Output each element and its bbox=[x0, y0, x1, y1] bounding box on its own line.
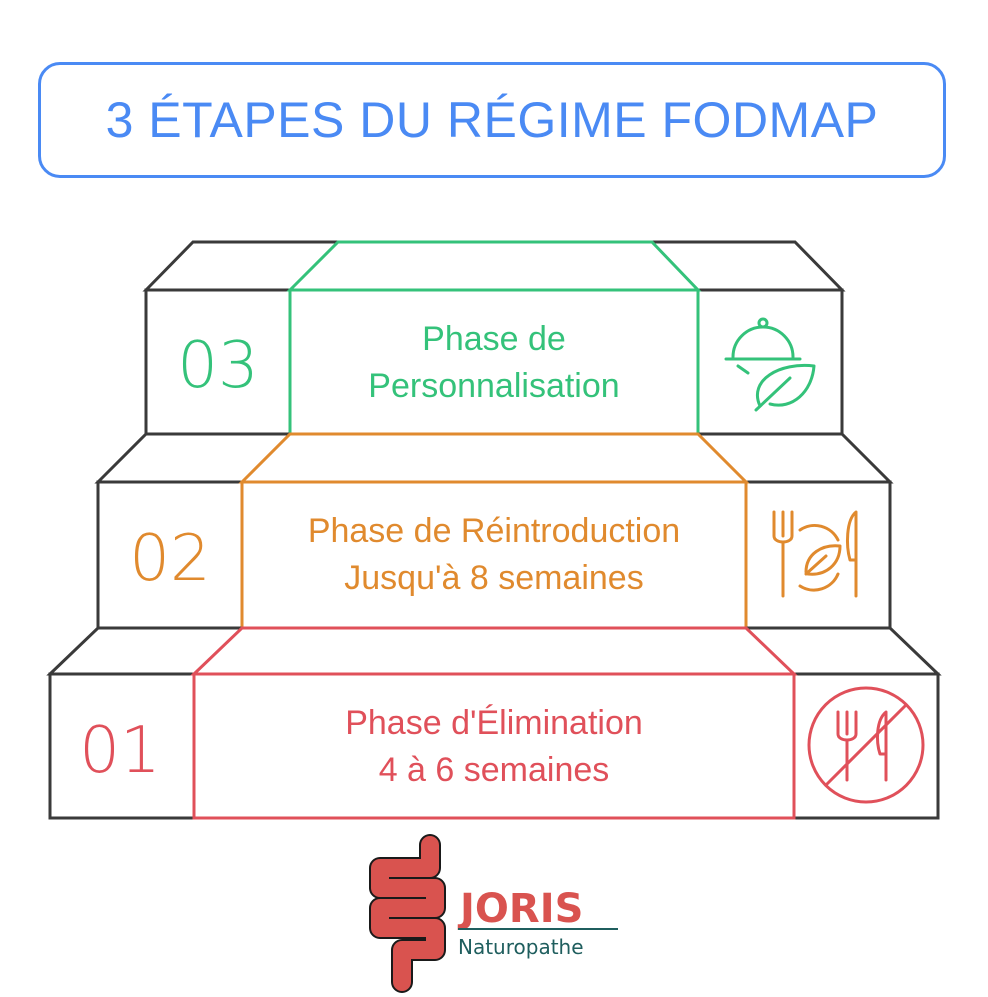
step-02-highlight-top bbox=[238, 432, 750, 484]
intestine-icon bbox=[369, 834, 446, 993]
no-eating-icon bbox=[807, 686, 925, 804]
step-01-line1: Phase d'Élimination bbox=[345, 704, 643, 742]
cloche-leaf-icon bbox=[724, 317, 816, 412]
step-01-highlight-top bbox=[190, 626, 798, 676]
step-02-number: 02 bbox=[129, 522, 210, 596]
step-03-line2: Personnalisation bbox=[368, 367, 619, 405]
step-03: 03 Phase de Personnalisation bbox=[142, 240, 846, 436]
logo: JORIS Naturopathe bbox=[369, 834, 618, 993]
step-02-highlight-front bbox=[240, 480, 748, 630]
step-02-line2: Jusqu'à 8 semaines bbox=[344, 559, 643, 597]
fork-plate-knife-icon bbox=[772, 510, 858, 598]
title-box: 3 ÉTAPES DU RÉGIME FODMAP bbox=[38, 62, 946, 178]
page-title: 3 ÉTAPES DU RÉGIME FODMAP bbox=[105, 92, 879, 148]
step-01-line2: 4 à 6 semaines bbox=[379, 751, 610, 789]
step-03-line1: Phase de bbox=[422, 320, 566, 358]
step-01-number: 01 bbox=[79, 714, 160, 788]
step-02: 02 Phase de Réintroduction Jusqu'à 8 sem… bbox=[94, 432, 894, 630]
step-03-highlight-front bbox=[288, 288, 700, 436]
step-01: 01 Phase d'Élimination 4 à 6 semaines bbox=[46, 626, 942, 820]
logo-name: JORIS bbox=[457, 886, 583, 932]
step-03-number: 03 bbox=[177, 329, 258, 403]
step-02-line1: Phase de Réintroduction bbox=[308, 512, 680, 550]
step-03-highlight-top bbox=[286, 240, 702, 292]
logo-subtitle: Naturopathe bbox=[458, 935, 584, 959]
step-01-highlight-front bbox=[192, 672, 796, 820]
